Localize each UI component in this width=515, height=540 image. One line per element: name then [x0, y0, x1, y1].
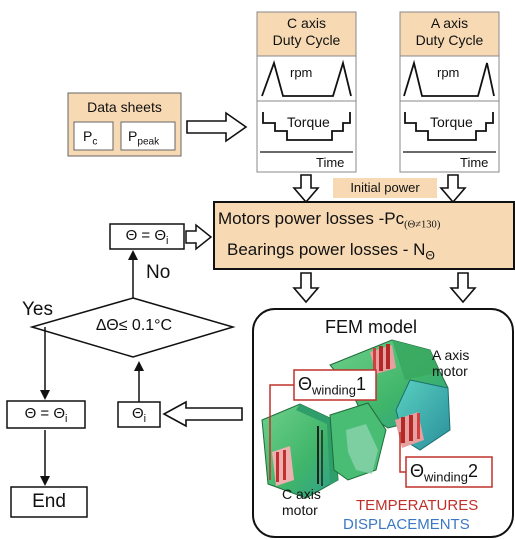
a-torque-curve [404, 112, 494, 141]
a-torque-label: Torque [430, 114, 473, 130]
a-time-label: Time [460, 155, 489, 170]
ppeak-label: Ppeak [128, 128, 160, 148]
bearings-losses-label: Bearings power losses - NΘ [227, 240, 435, 263]
theta-i-label: Θi [131, 405, 147, 425]
motors-losses-label: Motors power losses -Pc(Θ≠130) [218, 209, 441, 231]
decision-diamond [29, 297, 236, 358]
a-axis-duty-cycle: Duty Cycle [415, 32, 484, 48]
c-rpm-curve [261, 59, 352, 97]
a-rpm-curve [403, 59, 495, 97]
temperatures-label: TEMPERATURES [356, 497, 479, 514]
winding-1-box [293, 369, 377, 401]
pc-label: Pc [83, 128, 98, 148]
arrow-datasheets-to-duty [186, 111, 248, 143]
arrow-c-panel-down [292, 174, 320, 204]
no-label: No [146, 262, 171, 283]
data-sheets-title: Data sheets [87, 99, 162, 115]
end-label: End [32, 491, 66, 512]
winding-2-leader [399, 432, 406, 473]
arrow-a-panel-down [439, 174, 467, 204]
c-axis-title: C axis [287, 15, 326, 31]
theta-final-box [6, 400, 86, 429]
displacements-label: DISPLACEMENTS [343, 516, 470, 533]
theta-i-box [117, 401, 161, 428]
c-torque-curve [262, 112, 351, 141]
power-losses-box [213, 201, 515, 270]
c-rpm-label: rpm [290, 65, 313, 80]
theta-update-label: Θ = Θi [125, 227, 169, 247]
initial-power-box [333, 178, 437, 198]
c-axis-duty-cycle-panel [256, 11, 357, 173]
c-torque-label: Torque [287, 114, 330, 130]
a-axis-title: A axis [430, 15, 469, 31]
c-axis-motor-label: C axis motor [282, 486, 321, 519]
c-time-label: Time [316, 155, 345, 170]
theta-update-box [109, 223, 185, 250]
yes-label: Yes [22, 299, 53, 320]
decision-label: ΔΘ≤ 0.1°C [95, 317, 173, 334]
winding-2-label: Θwinding2 [410, 461, 478, 485]
arrow-fem-to-theta-i [162, 400, 243, 428]
arrow-losses-to-fem-left [292, 272, 320, 304]
a-axis-motor-label: A axis motor [432, 347, 470, 380]
a-axis-duty-cycle-panel [399, 11, 500, 173]
end-box [10, 486, 88, 518]
winding-1-label: Θwinding1 [298, 374, 366, 398]
theta-final-label: Θ = Θi [24, 405, 68, 425]
fem-model-illustration [261, 339, 451, 499]
winding-1-leader [269, 384, 294, 480]
arrow-theta-update-to-losses [185, 223, 213, 251]
initial-power-label: Initial power [350, 180, 420, 195]
arrow-losses-to-fem-right [449, 272, 477, 304]
c-axis-duty-cycle: Duty Cycle [272, 32, 341, 48]
fem-model-title: FEM model [325, 317, 418, 337]
a-rpm-label: rpm [437, 65, 460, 80]
